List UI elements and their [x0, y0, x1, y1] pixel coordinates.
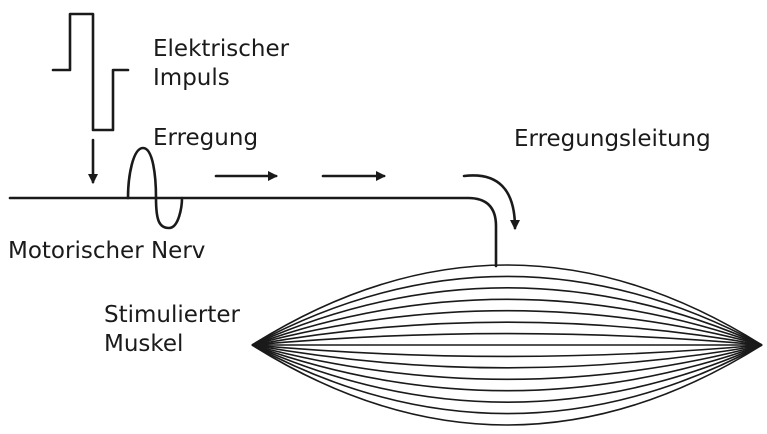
- label-motor-nerve: Motorischer Nerv: [8, 238, 205, 264]
- label-electric-impulse-line2: Impuls: [153, 65, 230, 91]
- muscle-fiber: [251, 344, 763, 358]
- muscle-fiber: [251, 344, 763, 381]
- label-stimulated-muscle-line2: Muskel: [104, 331, 183, 357]
- muscle-fiber: [251, 332, 763, 346]
- muscle-fibers: [251, 264, 763, 426]
- muscle-fiber: [251, 344, 763, 403]
- conduction-arrow: [462, 174, 520, 230]
- muscle-fiber: [251, 264, 763, 346]
- electric-impulse-waveform: [51, 12, 130, 132]
- motor-nerve-line: [8, 196, 498, 268]
- label-excitation: Erregung: [153, 125, 258, 151]
- label-excitation-conduction: Erregungsleitung: [514, 126, 711, 152]
- muscle-fiber: [251, 287, 763, 346]
- muscle-fiber: [251, 309, 763, 346]
- muscle-fiber: [251, 275, 763, 346]
- muscle-fiber: [251, 344, 763, 426]
- muscle-fiber: [251, 321, 763, 346]
- excitation-wave: [126, 146, 184, 230]
- muscle-fiber: [251, 344, 763, 369]
- muscle-fiber: [251, 298, 763, 346]
- muscle-fiber: [251, 344, 763, 392]
- label-stimulated-muscle-line1: Stimulierter: [104, 302, 241, 328]
- muscle-fiber: [251, 344, 763, 415]
- label-electric-impulse-line1: Elektrischer: [153, 36, 290, 62]
